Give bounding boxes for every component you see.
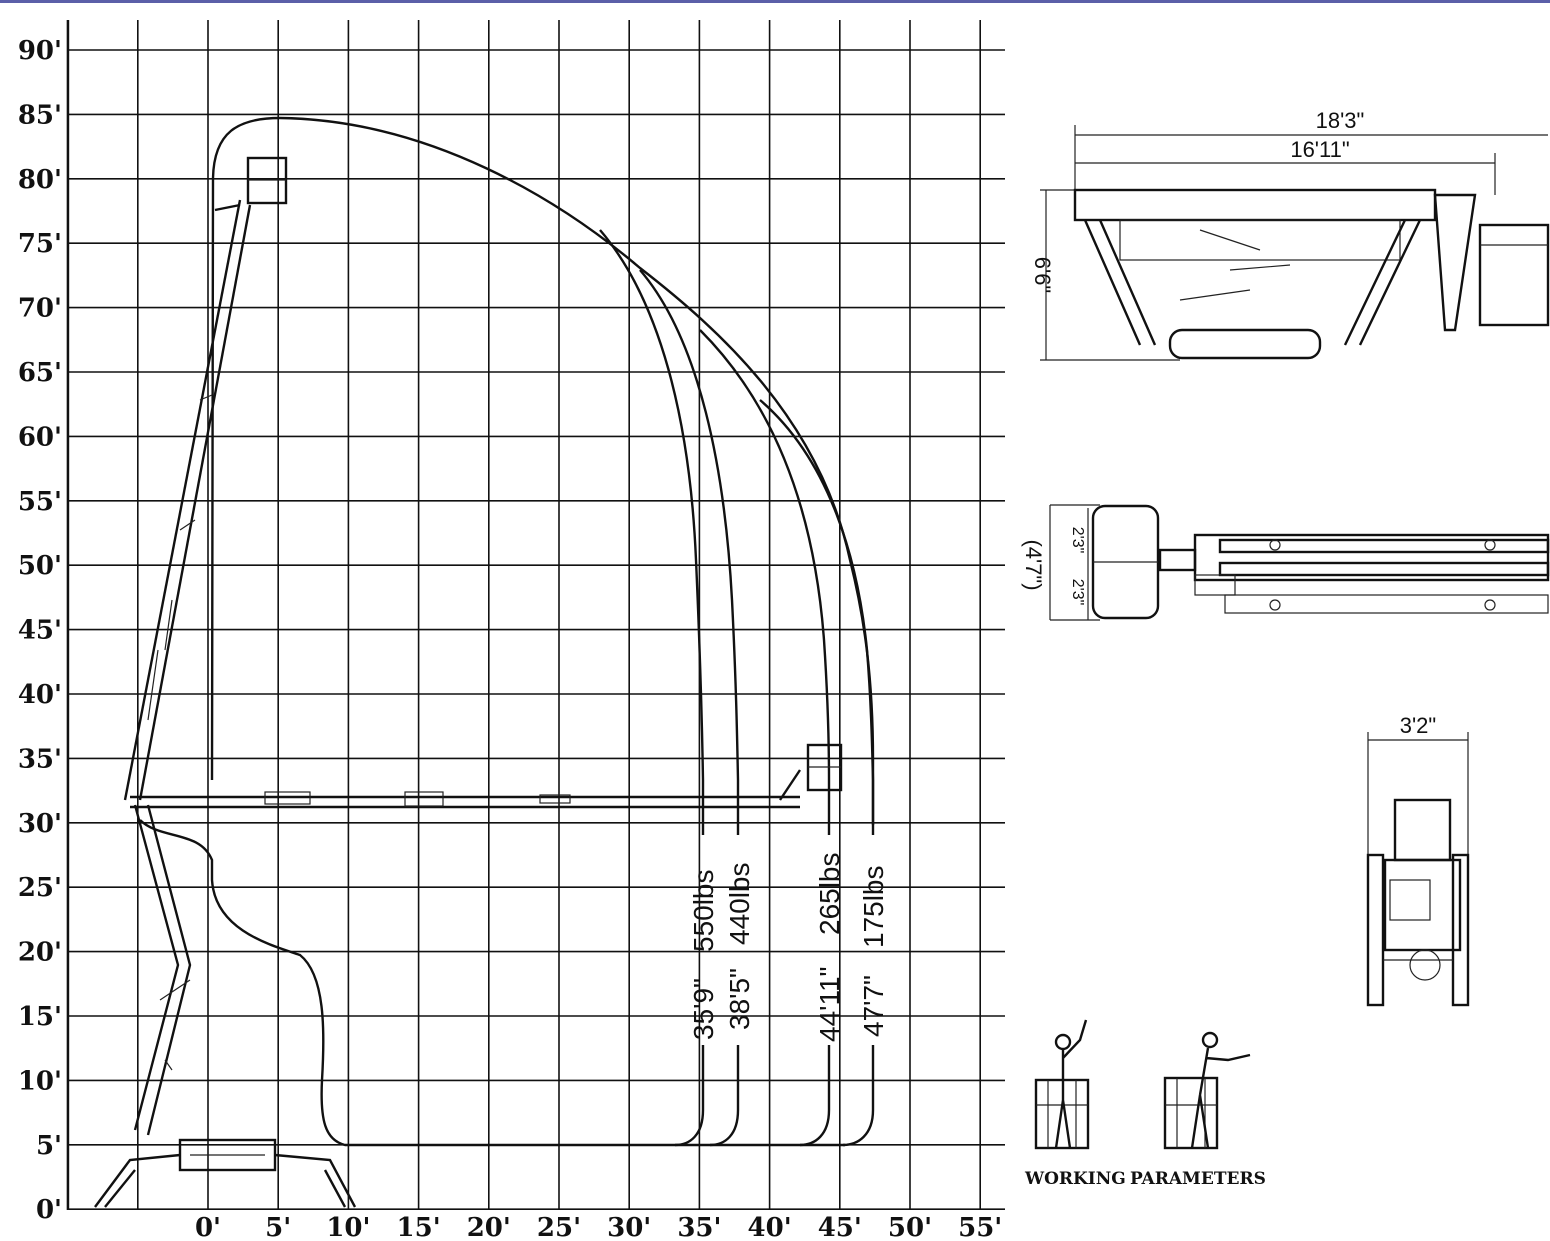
figure-working-basket — [1034, 1019, 1090, 1150]
top-view-drawing: (4'7") 2'3" 2'3" — [1021, 504, 1550, 621]
x-tick-label: 45' — [818, 1213, 862, 1241]
caption-parameters: PARAMETERS — [1130, 1169, 1266, 1189]
y-tick-label: 5' — [36, 1131, 62, 1161]
dim-chassis-length: 16'11" — [1290, 137, 1349, 162]
figure-parameters-basket — [1163, 1031, 1251, 1150]
y-tick-label: 45' — [18, 616, 62, 646]
curve-265lbs — [699, 329, 831, 835]
dim-half-width-bottom: 2'3" — [1069, 579, 1086, 606]
y-tick-label: 50' — [18, 551, 62, 581]
load-labels: 35'9" 550lbs 38'5" 440lbs 44'11" 265lbs … — [688, 852, 889, 1042]
x-tick-label: 25' — [537, 1213, 581, 1241]
y-tick-label: 25' — [18, 873, 62, 903]
y-tick-label: 60' — [18, 422, 62, 452]
y-tick-label: 90' — [18, 36, 62, 66]
side-view-drawing: 18'3" 16'11" 6'6" — [1030, 108, 1550, 361]
y-tick-label: 85' — [18, 100, 62, 130]
load-label-175: 175lbs — [858, 865, 889, 948]
x-axis-labels: 0' 5' 10' 15' 20' 25' 30' 35' 40' 45' 50' 55' — [195, 1213, 1002, 1241]
y-tick-label: 70' — [18, 294, 62, 324]
y-tick-label: 10' — [18, 1066, 62, 1096]
y-tick-label: 80' — [18, 165, 62, 195]
x-tick-label: 0' — [195, 1213, 221, 1241]
y-tick-label: 40' — [18, 680, 62, 710]
curve-175lbs — [759, 399, 875, 835]
x-tick-label: 55' — [958, 1213, 1002, 1241]
y-tick-label: 20' — [18, 938, 62, 968]
curve-440lbs-tail — [709, 1045, 740, 1147]
y-tick-label: 30' — [18, 809, 62, 839]
y-tick-label: 35' — [18, 744, 62, 774]
x-tick-label: 15' — [397, 1213, 441, 1241]
envelope-outer-top — [210, 116, 875, 825]
y-tick-label: 15' — [18, 1002, 62, 1032]
y-tick-label: 65' — [18, 358, 62, 388]
working-envelope — [139, 116, 875, 1147]
x-tick-label: 20' — [467, 1213, 511, 1241]
x-tick-label: 35' — [677, 1213, 721, 1241]
boom-at-max-height — [123, 156, 288, 801]
caption-working: WORKING — [1024, 1169, 1126, 1189]
curve-550lbs — [599, 229, 705, 835]
curve-175lbs-tail — [842, 1045, 875, 1147]
x-tick-label: 50' — [888, 1213, 932, 1241]
y-tick-label: 55' — [18, 487, 62, 517]
reach-label-550: 35'9" — [688, 978, 719, 1040]
reach-label-175: 47'7" — [858, 975, 889, 1037]
x-tick-label: 5' — [265, 1213, 291, 1241]
top-accent-bar — [0, 0, 1550, 3]
y-tick-label: 75' — [18, 229, 62, 259]
dim-half-width-top: 2'3" — [1069, 527, 1086, 554]
x-tick-label: 10' — [326, 1213, 370, 1241]
dim-overall-length: 18'3" — [1316, 108, 1365, 133]
dim-side-height: 6'6" — [1030, 257, 1055, 293]
boom-horizontal — [130, 743, 843, 809]
reach-label-265: 44'11" — [814, 967, 845, 1043]
y-axis-labels: 90' 85' 80' 75' 70' 65' 60' 55' 50' 45' 40' 35' 30' 2… — [18, 36, 62, 1225]
load-label-265: 265lbs — [814, 852, 845, 935]
load-label-550: 550lbs — [688, 869, 719, 952]
dim-front-width: 3'2" — [1400, 713, 1436, 738]
front-view-drawing: 3'2" — [1366, 713, 1470, 1007]
reach-label-440: 38'5" — [724, 968, 755, 1030]
y-tick-label: 0' — [36, 1195, 62, 1225]
envelope-inner-bottom — [139, 819, 845, 1147]
x-tick-label: 30' — [607, 1213, 651, 1241]
curve-440lbs — [639, 269, 740, 835]
x-tick-label: 40' — [748, 1213, 792, 1241]
basket-figures: WORKING PARAMETERS — [1024, 1019, 1266, 1189]
load-label-440: 440lbs — [724, 862, 755, 945]
curve-265lbs-tail — [799, 1045, 831, 1147]
dim-overall-width: (4'7") — [1021, 539, 1046, 590]
lower-boom-and-chassis — [94, 804, 357, 1208]
